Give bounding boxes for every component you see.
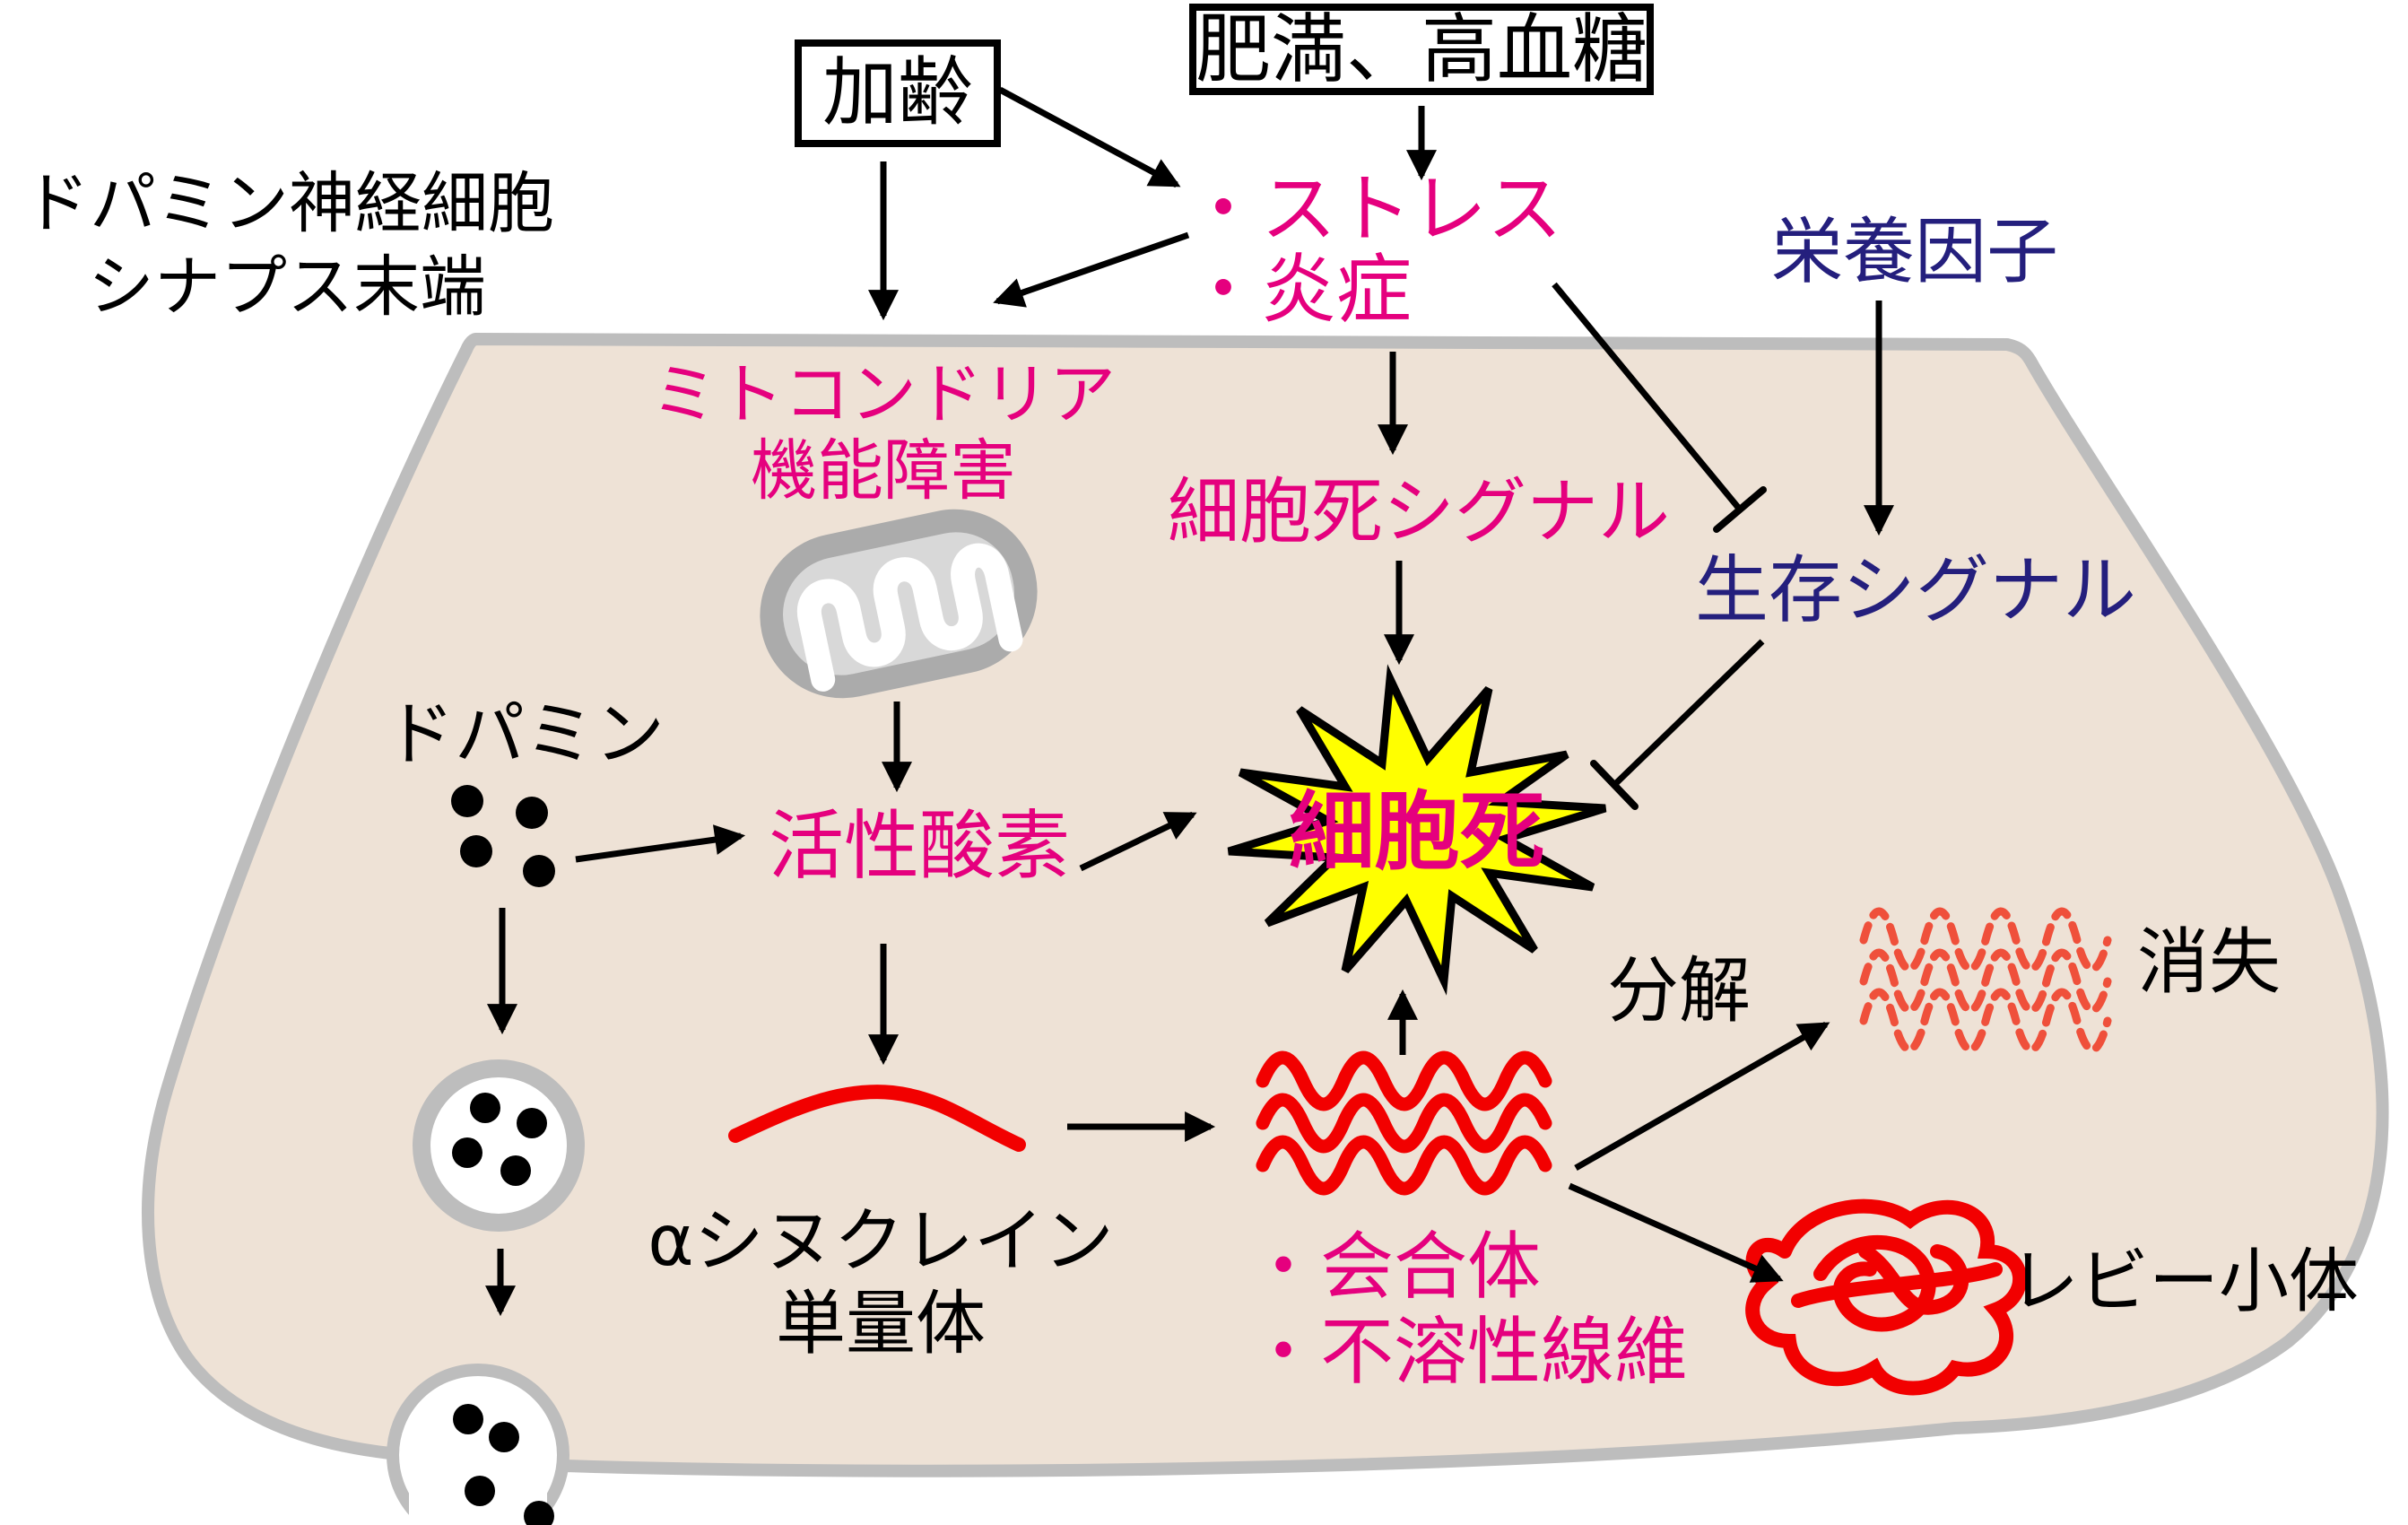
degraded-fiber-icon (1859, 907, 2112, 1054)
trophic-factor-label: 栄養因子 (1771, 210, 2058, 293)
synuclein-label-line2: 単量体 (776, 1284, 986, 1364)
insoluble-fiber-label: ・不溶性線維 (1247, 1310, 1688, 1395)
lewy-body-icon (1745, 1198, 2027, 1396)
dopamine-dot (465, 1476, 495, 1506)
dopamine-dot (489, 1422, 519, 1452)
arrow-dopamine-to-ros (575, 824, 746, 863)
ros-label: 活性酸素 (769, 802, 1070, 890)
inhibition-survival-to-starburst (1590, 639, 1765, 810)
arrow-aging-to-stress (998, 86, 1181, 188)
arrow-to-lewy-body (1568, 1182, 1784, 1283)
lewy-body-label: レビー小体 (2009, 1242, 2359, 1322)
dopamine-dot (453, 1404, 483, 1434)
arrow-degradation (1574, 1021, 1830, 1172)
inflammation-label: ・炎症 (1186, 246, 1412, 334)
aggregate-label: ・会合体 (1247, 1224, 1541, 1310)
arrow-stress-to-mitochondria (993, 231, 1190, 308)
exocytosis-pore-icon (387, 1364, 569, 1525)
dopamine-dot (524, 1501, 554, 1525)
dopamine-label: ドパミン (385, 694, 665, 775)
mito-dysfunction-line1: ミトコンドリア (651, 356, 1116, 433)
cell-death-label: 細胞死 (1289, 783, 1544, 882)
synuclein-monomer-icon (728, 1085, 1026, 1152)
mitochondria-icon (760, 509, 1038, 699)
death-signal-label: 細胞死シグナル (1168, 470, 1670, 553)
page-title-line1: ドパミン神経細胞 (23, 165, 554, 242)
degradation-label: 分解 (1607, 949, 1751, 1033)
cell-death-starburst-icon: 細胞死 (1227, 664, 1607, 996)
vesicle-icon (413, 1059, 585, 1232)
obesity-label: 肥満、高血糖 (1195, 5, 1647, 93)
arrow-ros-to-starburst (1079, 811, 1197, 872)
page-title-line2: シナプス末端 (88, 248, 486, 326)
survival-signal-label: 生存シグナル (1695, 548, 2136, 633)
dopamine-dots-icon (451, 785, 555, 887)
cell-membrane (142, 333, 2389, 1477)
aging-box: 加齢 (795, 39, 1001, 147)
disappearance-label: 消失 (2137, 920, 2281, 1004)
stress-label: ・ストレス (1186, 165, 1562, 253)
synuclein-aggregate-icon (1256, 1050, 1552, 1196)
aging-label: 加齢 (822, 48, 973, 136)
obesity-box: 肥満、高血糖 (1189, 4, 1654, 95)
inhibition-stress-to-survival (1552, 282, 1767, 533)
mito-dysfunction-line2: 機能障害 (751, 432, 1016, 510)
synuclein-label-line1: αシヌクレイン (648, 1201, 1113, 1282)
